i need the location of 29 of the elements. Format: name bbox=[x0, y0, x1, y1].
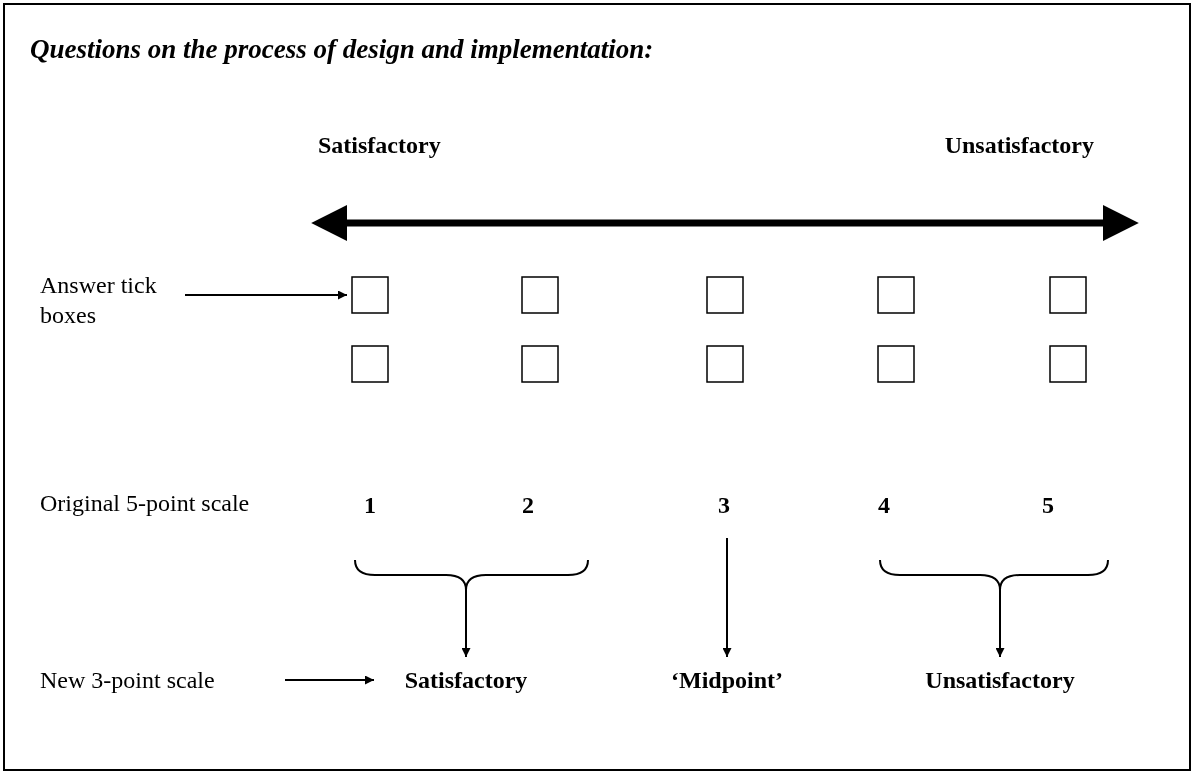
brace-arrow bbox=[354, 559, 589, 658]
brace-arrow bbox=[879, 559, 1109, 658]
row-label: Original 5-point scale bbox=[40, 489, 251, 518]
row-label: Answer tick boxes bbox=[40, 270, 180, 330]
answer-box bbox=[521, 276, 559, 314]
answer-box bbox=[877, 345, 915, 383]
answer-box bbox=[1049, 276, 1087, 314]
answer-box bbox=[706, 276, 744, 314]
arrow bbox=[184, 290, 348, 300]
answer-box bbox=[521, 345, 559, 383]
answer-box bbox=[1049, 345, 1087, 383]
answer-box bbox=[877, 276, 915, 314]
scale-end-label: Satisfactory bbox=[318, 131, 441, 160]
arrow bbox=[284, 675, 375, 685]
scale-number: 3 bbox=[709, 490, 739, 520]
scale-number: 4 bbox=[869, 490, 899, 520]
scale-category: ‘Midpoint’ bbox=[637, 665, 817, 695]
title: Questions on the process of design and implementation: bbox=[30, 34, 654, 64]
arrow bbox=[722, 537, 732, 658]
answer-box bbox=[351, 276, 389, 314]
scale-category: Unsatisfactory bbox=[900, 665, 1100, 695]
scale-number: 5 bbox=[1033, 490, 1063, 520]
answer-box bbox=[351, 345, 389, 383]
scale-end-label: Unsatisfactory bbox=[944, 131, 1094, 160]
scale-category: Satisfactory bbox=[376, 665, 556, 695]
row-label: New 3-point scale bbox=[40, 665, 280, 695]
scale-number: 2 bbox=[513, 490, 543, 520]
scale-number: 1 bbox=[355, 490, 385, 520]
answer-box bbox=[706, 345, 744, 383]
